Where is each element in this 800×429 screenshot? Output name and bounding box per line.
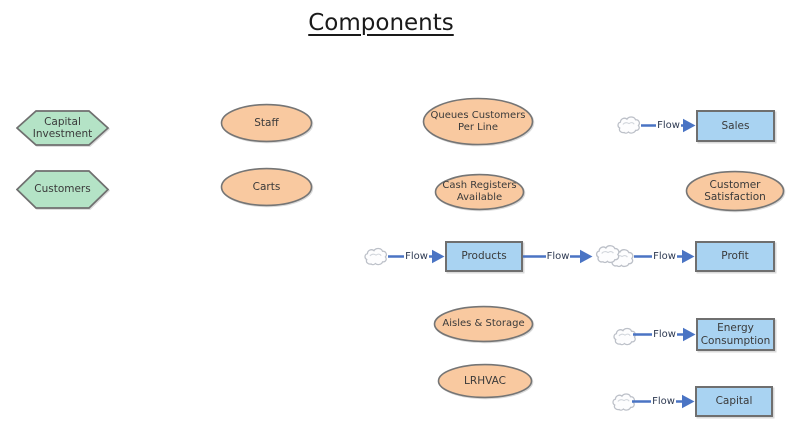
ellipse-shape	[433, 305, 534, 343]
flow-arrow-sales-inflow[interactable]: Flow	[641, 115, 696, 136]
source-node-capital-investment[interactable]: Capital Investment	[16, 109, 109, 147]
auxiliary-node-carts[interactable]: Carts	[220, 167, 313, 207]
stock-products[interactable]: Products	[445, 241, 523, 272]
ellipse-shape	[220, 103, 313, 143]
node-label: Customers	[34, 183, 91, 196]
flow-arrow-profit-inflow[interactable]: Flow	[634, 246, 695, 267]
flow-label: Flow	[651, 395, 676, 407]
cloud-icon-products-sink[interactable]	[594, 243, 621, 264]
auxiliary-node-staff[interactable]: Staff	[220, 103, 313, 143]
stock-label: Capital	[715, 395, 753, 408]
auxiliary-node-queues-customers-per-line[interactable]: Queues Customers Per Line	[422, 97, 534, 146]
ellipse-shape	[434, 173, 525, 211]
node-label: Cash Registers Available	[442, 180, 517, 203]
stock-label: Energy Consumption	[700, 322, 771, 347]
flow-label: Flow	[545, 250, 571, 262]
hexagon-shape	[16, 170, 109, 209]
auxiliary-node-cash-registers-available[interactable]: Cash Registers Available	[434, 173, 525, 211]
stock-capital[interactable]: Capital	[695, 386, 773, 417]
flow-label: Flow	[652, 250, 677, 262]
node-label: Capital Investment	[32, 115, 93, 140]
auxiliary-node-customer-satisfaction[interactable]: Customer Satisfaction	[685, 170, 785, 212]
source-node-customers[interactable]: Customers	[16, 169, 109, 210]
ellipse-shape	[220, 167, 313, 207]
stock-profit[interactable]: Profit	[695, 241, 775, 272]
diagram-title: Components	[308, 10, 454, 36]
node-label: Aisles & Storage	[442, 318, 525, 330]
flow-arrow-energy-inflow[interactable]: Flow	[633, 324, 696, 345]
ellipse-shape	[422, 97, 534, 146]
ellipse-shape	[437, 363, 533, 399]
stock-energy-consumption[interactable]: Energy Consumption	[696, 318, 775, 351]
cloud-icon-sales-source[interactable]	[616, 114, 641, 135]
node-label: LRHVAC	[464, 374, 506, 387]
stock-sales[interactable]: Sales	[696, 110, 775, 142]
stock-label: Products	[461, 250, 507, 263]
stock-label: Sales	[721, 119, 750, 132]
cloud-icon-products-source[interactable]	[363, 245, 388, 267]
node-label: Customer Satisfaction	[704, 178, 766, 203]
stock-label: Profit	[721, 250, 749, 263]
node-label: Queues Customers Per Line	[430, 109, 526, 133]
flow-arrow-products-outflow[interactable]: Flow	[523, 246, 593, 267]
node-label: Carts	[252, 180, 281, 193]
flow-label: Flow	[652, 328, 677, 340]
flow-arrow-capital-inflow[interactable]: Flow	[632, 391, 695, 412]
flow-label: Flow	[404, 250, 429, 262]
flow-arrow-products-inflow[interactable]: Flow	[388, 246, 445, 267]
ellipse-shape	[685, 170, 785, 212]
auxiliary-node-lrhvac[interactable]: LRHVAC	[437, 363, 533, 399]
flow-label: Flow	[656, 119, 681, 131]
hexagon-shape	[16, 110, 109, 146]
auxiliary-node-aisles-storage[interactable]: Aisles & Storage	[433, 305, 534, 343]
node-label: Staff	[254, 116, 279, 129]
